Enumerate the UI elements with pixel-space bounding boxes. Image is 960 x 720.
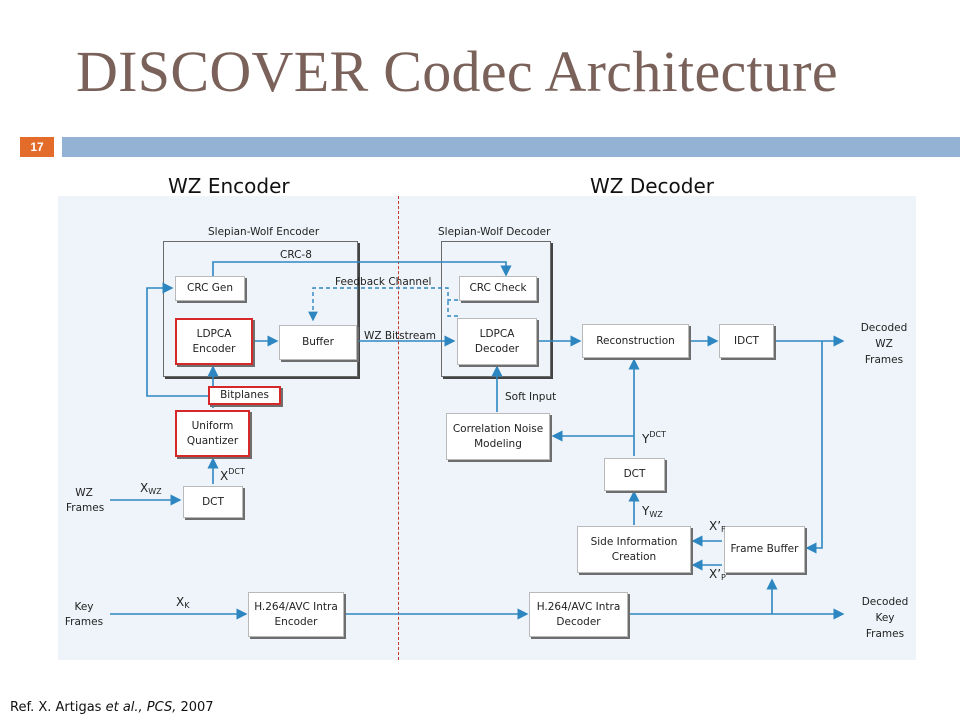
decoder-heading: WZ Decoder: [590, 174, 714, 198]
soft-input-label: Soft Input: [505, 391, 557, 403]
sw-encoder-label: Slepian-Wolf Encoder: [208, 226, 320, 238]
x-k-label: XK: [176, 595, 190, 611]
decoded-wz-frames-label: Decoded WZ Frames: [860, 322, 908, 366]
encoder-heading: WZ Encoder: [168, 174, 290, 198]
y-wz-label: YWZ: [642, 504, 663, 520]
sw-decoder-label: Slepian-Wolf Decoder: [438, 226, 551, 238]
x-f-label: X’F: [709, 519, 726, 535]
wz-frames-label: WZ Frames: [66, 487, 105, 514]
reference-citation: Ref. X. Artigas et al., PCS, 2007: [10, 700, 214, 715]
dct-decoder-block: DCT: [604, 458, 665, 491]
dct-encoder-block: DCT: [183, 486, 243, 518]
side-information-creation-block: Side Information Creation: [577, 526, 691, 573]
header-bar: [62, 137, 960, 157]
key-frames-label: Key Frames: [64, 601, 104, 628]
buffer-block: Buffer: [279, 325, 357, 360]
crc8-label: CRC-8: [280, 249, 312, 261]
correlation-noise-modeling-block: Correlation Noise Modeling: [446, 413, 550, 460]
encoder-decoder-divider: [398, 196, 399, 660]
idct-block: IDCT: [719, 324, 774, 358]
h264-intra-encoder-block: H.264/AVC Intra Encoder: [248, 592, 344, 637]
uniform-quantizer-block: Uniform Quantizer: [175, 410, 250, 457]
slide-title: DISCOVER Codec Architecture: [76, 39, 838, 104]
x-dct-label: XDCT: [220, 467, 245, 483]
crc-gen-block: CRC Gen: [175, 276, 245, 301]
x-wz-label: XWZ: [140, 481, 162, 497]
feedback-channel-label: Feedback Channel: [335, 276, 432, 288]
bitplanes-block: Bitplanes: [208, 386, 281, 405]
wz-bitstream-label: WZ Bitstream: [364, 330, 436, 342]
reconstruction-block: Reconstruction: [582, 324, 689, 358]
y-dct-label: YDCT: [642, 430, 666, 446]
h264-intra-decoder-block: H.264/AVC Intra Decoder: [529, 592, 628, 637]
crc-check-block: CRC Check: [459, 276, 537, 301]
ldpca-encoder-block: LDPCA Encoder: [175, 318, 253, 365]
frame-buffer-block: Frame Buffer: [724, 526, 805, 573]
slide-number: 17: [20, 137, 54, 157]
ldpca-decoder-block: LDPCA Decoder: [457, 318, 537, 365]
sw-encoder-group: [163, 241, 358, 377]
x-b-label: X’P: [709, 567, 726, 583]
decoded-key-frames-label: Decoded Key Frames: [861, 596, 909, 640]
